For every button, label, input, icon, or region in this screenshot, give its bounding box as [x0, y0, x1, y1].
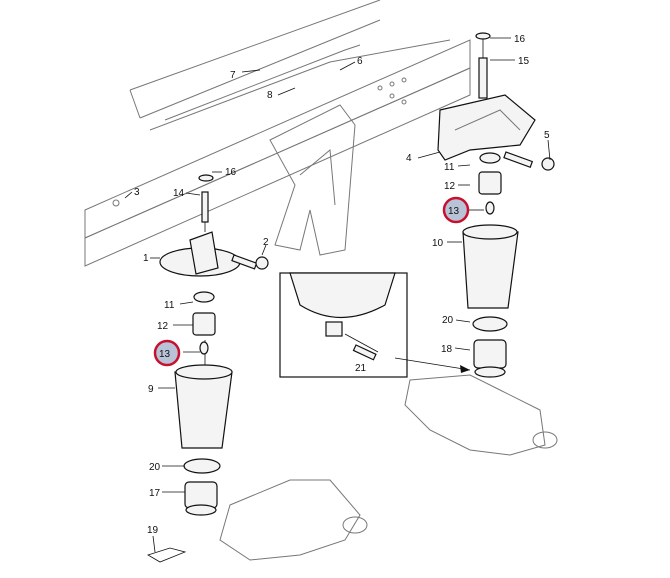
callout-10: 10 [432, 238, 444, 249]
callout-12-left: 12 [157, 321, 169, 332]
callout-13-left: 13 [159, 349, 171, 360]
callout-9: 9 [148, 384, 154, 395]
callout-18: 18 [441, 344, 453, 355]
callout-3: 3 [134, 187, 140, 198]
callout-16-right: 16 [514, 34, 526, 45]
callout-20-left: 20 [149, 462, 161, 473]
callout-labels: 1 2 3 4 5 6 7 8 9 10 11 11 12 12 13 13 1… [134, 34, 550, 536]
callout-11-right: 11 [444, 162, 455, 173]
callout-20-right: 20 [442, 315, 454, 326]
callout-16-left: 16 [225, 167, 237, 178]
callout-17: 17 [149, 488, 161, 499]
callout-7: 7 [230, 70, 236, 81]
leader-lines [124, 37, 551, 553]
highlight-circle-right [442, 196, 470, 224]
callout-8: 8 [267, 90, 273, 101]
callout-15: 15 [518, 56, 530, 67]
callout-1: 1 [143, 253, 149, 264]
callout-11-left: 11 [164, 300, 175, 311]
callout-14: 14 [173, 188, 185, 199]
callout-13-right: 13 [448, 206, 460, 217]
callout-19: 19 [147, 525, 159, 536]
right-spring-assembly [404, 32, 558, 456]
inset-detail [279, 272, 471, 378]
highlight-circle-left [153, 339, 181, 367]
callout-12-right: 12 [444, 181, 456, 192]
left-spring-assembly [147, 174, 368, 563]
callout-6: 6 [357, 56, 363, 67]
callout-5: 5 [544, 130, 550, 141]
callout-4: 4 [406, 153, 412, 164]
center-bracket [269, 104, 356, 256]
callout-2: 2 [263, 237, 269, 248]
frame-rail [84, 0, 471, 267]
callout-21: 21 [355, 363, 367, 374]
